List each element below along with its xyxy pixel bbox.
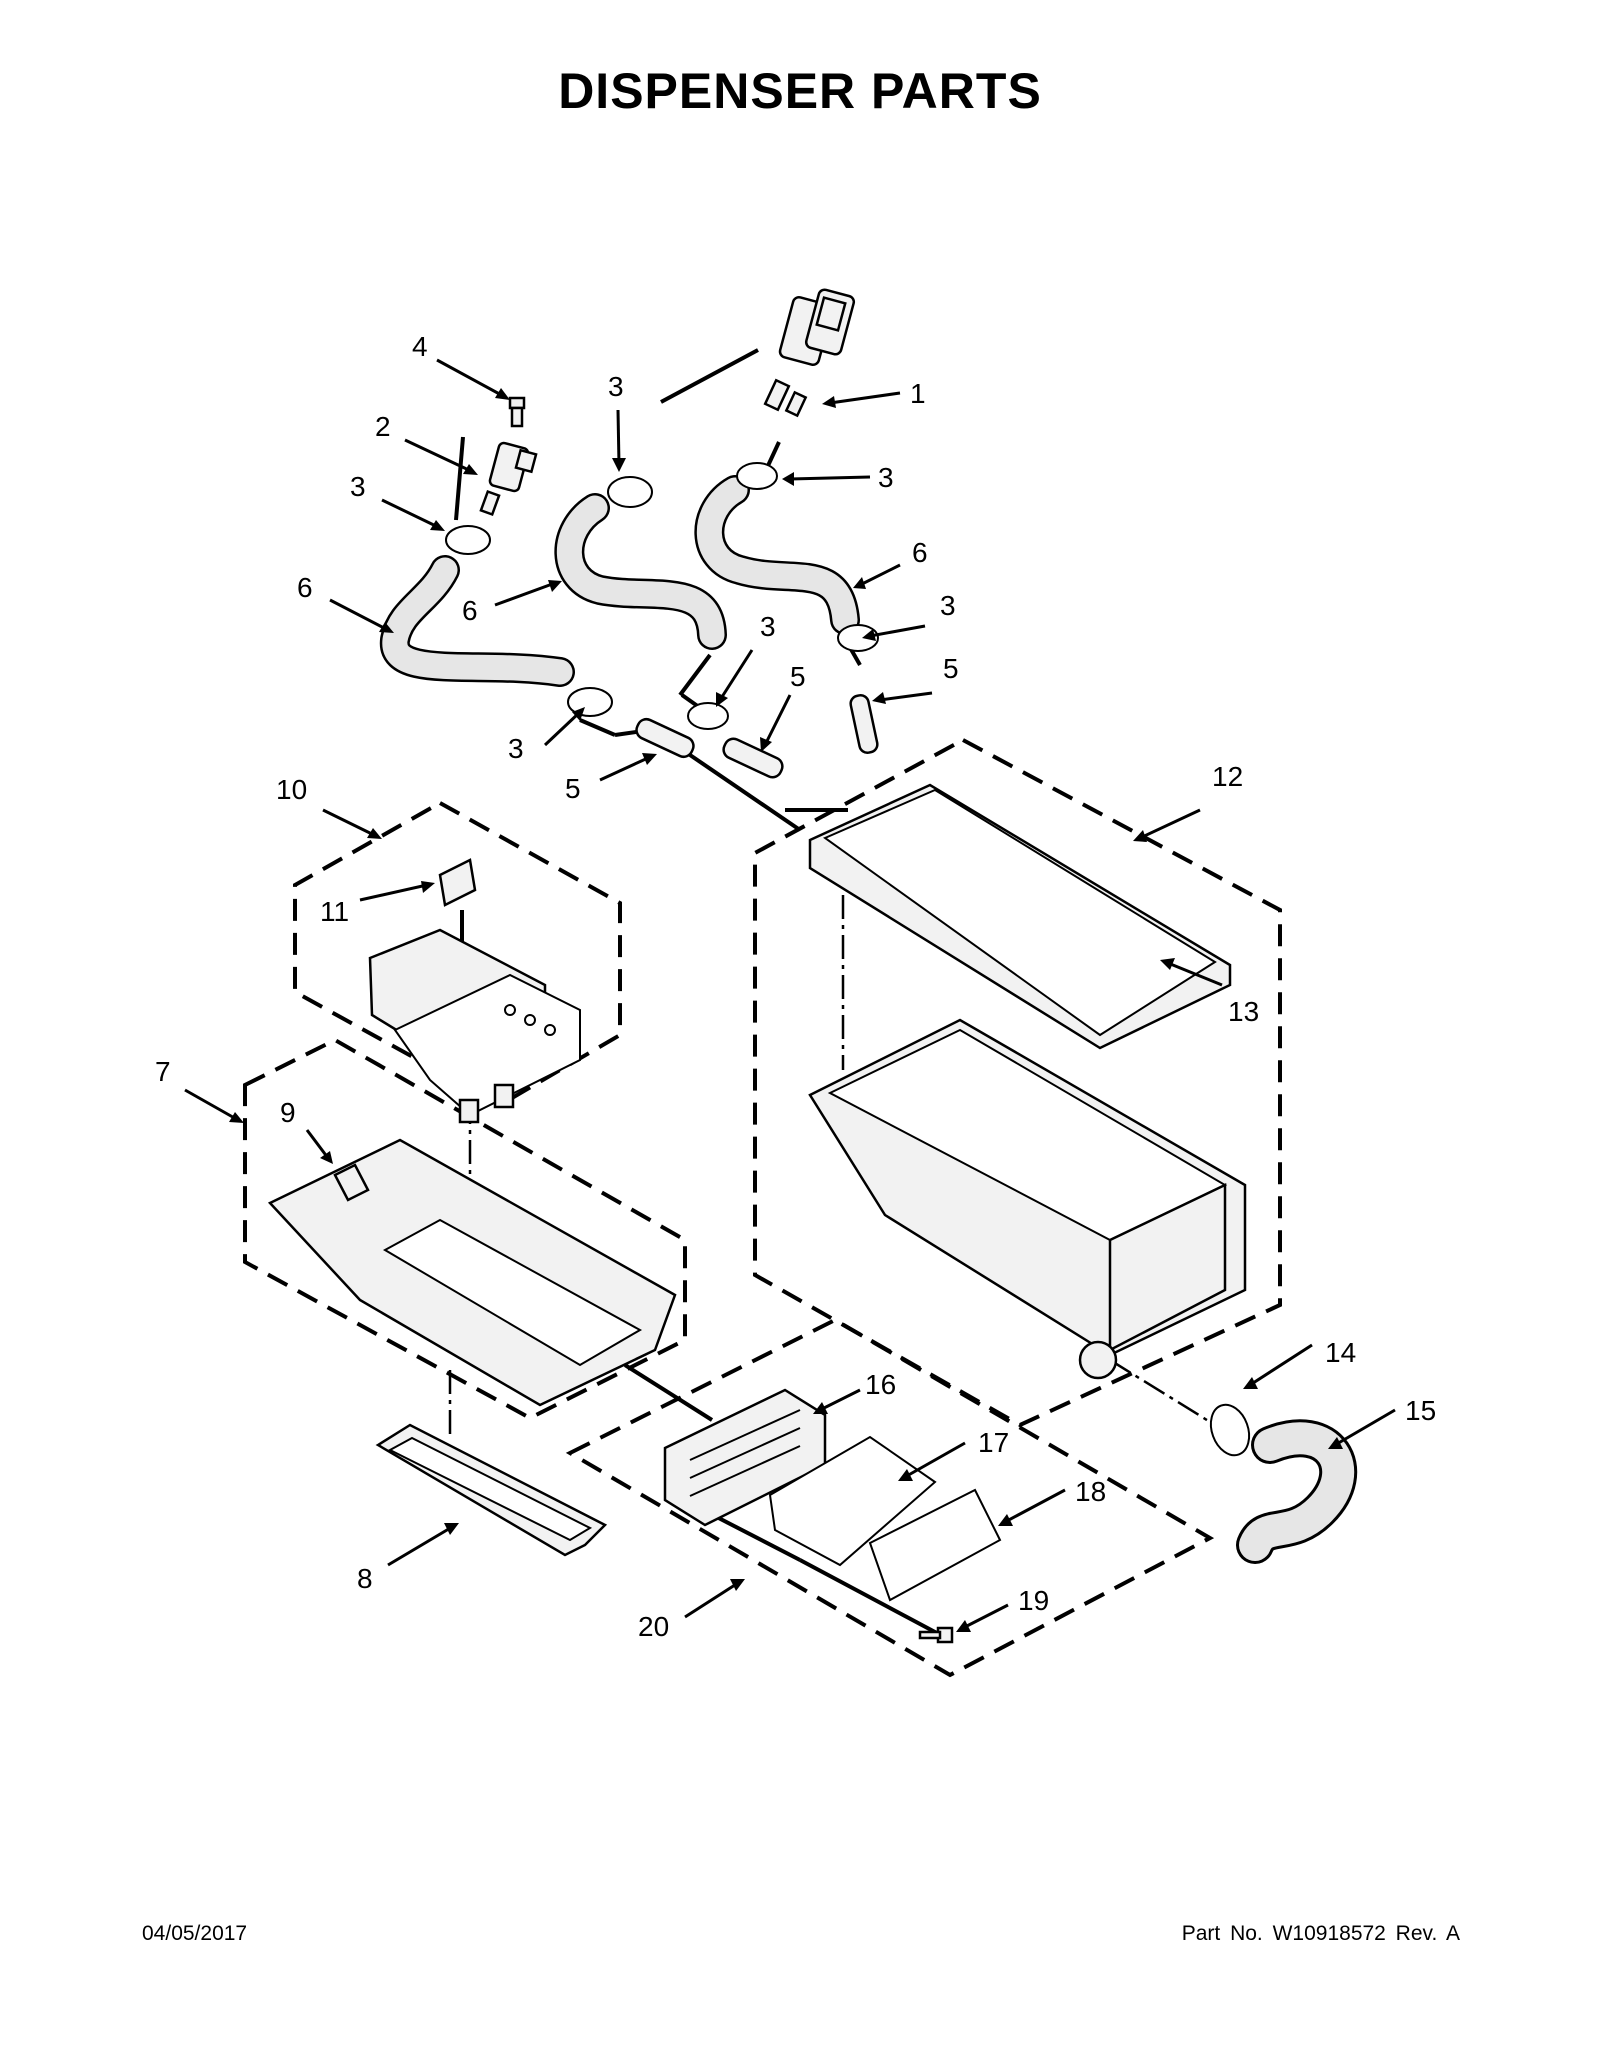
callout-6: 6	[912, 537, 928, 568]
callout-3: 3	[878, 462, 894, 493]
assembly-line	[1109, 1358, 1216, 1427]
hose-left	[379, 555, 575, 687]
assembly-line	[678, 653, 712, 697]
assembly-boundary-7	[243, 1037, 687, 1421]
siphon-cap	[438, 858, 477, 907]
drain-hose	[1236, 1419, 1358, 1564]
callout-19: 19	[1018, 1585, 1049, 1616]
callout-5: 5	[943, 653, 959, 684]
callout-5: 5	[790, 661, 806, 692]
drawer-front-grille	[663, 1388, 827, 1527]
callout-6: 6	[462, 595, 478, 626]
page-title: DISPENSER PARTS	[558, 63, 1042, 119]
drawer-gasket	[768, 1435, 937, 1567]
dispenser-drawer	[267, 1138, 677, 1407]
callout-labels: 4 2 3 3 1 3 6 6 6 3 3 5 5 3 5 10 12 11 1…	[155, 331, 1436, 1642]
panel-screw	[918, 1626, 954, 1644]
callout-17: 17	[978, 1427, 1009, 1458]
callout-6: 6	[297, 572, 313, 603]
callout-3: 3	[350, 471, 366, 502]
single-water-valve	[479, 441, 538, 517]
callout-15: 15	[1405, 1395, 1436, 1426]
assembly-line	[799, 1558, 951, 1642]
assembly-line	[706, 1510, 801, 1562]
callout-13: 13	[1228, 996, 1259, 1027]
callout-11: 11	[320, 896, 349, 927]
dispenser-housing	[808, 1018, 1247, 1380]
leader-arrows	[184, 358, 1396, 1632]
hose-right	[694, 475, 860, 635]
hose-connectors	[635, 694, 879, 779]
hose-clamps	[445, 462, 879, 730]
drain-clamp	[1209, 1403, 1251, 1457]
hose-middle	[554, 493, 727, 650]
footer-date: 04/05/2017	[142, 1922, 248, 1945]
assembly-line	[454, 436, 465, 521]
callout-7: 7	[155, 1056, 171, 1087]
assembly-line	[623, 1363, 714, 1422]
dispenser-cover	[808, 783, 1232, 1050]
callout-20: 20	[638, 1611, 669, 1642]
drawer-tray	[375, 1423, 608, 1557]
dual-water-valve	[763, 288, 856, 418]
callout-10: 10	[276, 774, 307, 805]
callout-4: 4	[412, 331, 428, 362]
callout-9: 9	[280, 1097, 296, 1128]
callout-12: 12	[1212, 761, 1243, 792]
assembly-line	[660, 348, 759, 404]
callout-2: 2	[375, 411, 391, 442]
drawer-latch	[333, 1163, 370, 1202]
callout-1: 1	[910, 378, 926, 409]
assembly-line	[579, 718, 616, 737]
callout-3: 3	[760, 611, 776, 642]
detergent-siphon-insert	[368, 928, 581, 1124]
callout-3: 3	[608, 371, 624, 402]
drawer-panel	[868, 1488, 1002, 1602]
assembly-boundary-12	[753, 737, 1282, 1428]
footer-part-number: Part No. W10918572 Rev. A	[1181, 1922, 1460, 1945]
callout-16: 16	[865, 1369, 896, 1400]
assembly-boundary-20	[565, 1317, 1215, 1678]
callout-18: 18	[1075, 1476, 1106, 1507]
callout-14: 14	[1325, 1337, 1356, 1368]
callout-3: 3	[940, 590, 956, 621]
callout-5: 5	[565, 773, 581, 804]
valve-screw	[508, 396, 526, 428]
callout-3: 3	[508, 733, 524, 764]
assembly-line	[688, 753, 802, 832]
callout-8: 8	[357, 1563, 373, 1594]
